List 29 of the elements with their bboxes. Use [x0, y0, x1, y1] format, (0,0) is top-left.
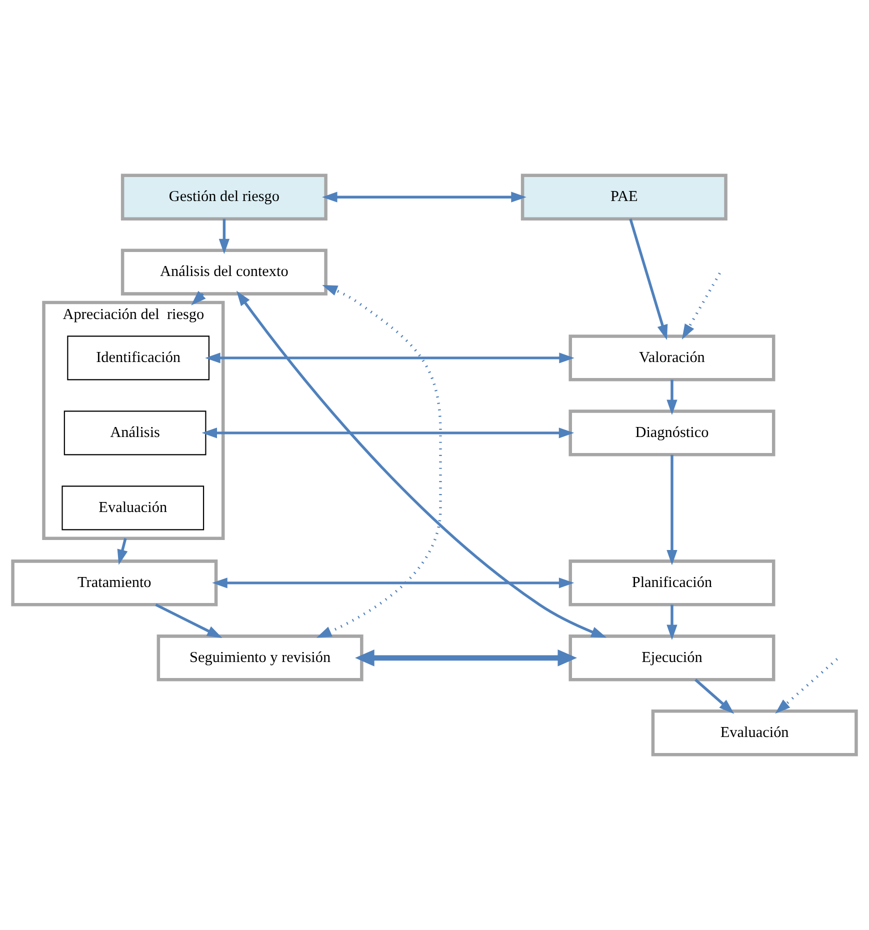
node-box: Ejecución: [568, 634, 776, 682]
node-box: Evaluación: [62, 486, 204, 530]
arrow: [666, 604, 678, 640]
arrow: [155, 603, 222, 638]
arrow: [236, 290, 607, 638]
arrow: [117, 538, 128, 565]
arrow: [775, 658, 838, 714]
node-box: Gestión del riesgo: [120, 174, 328, 220]
arrow: [629, 218, 668, 340]
arrow: [316, 285, 442, 638]
arrow: [666, 380, 678, 415]
arrow: [666, 454, 678, 566]
node-box: Tratamiento: [11, 560, 218, 606]
node-box: Evaluación: [651, 710, 858, 756]
arrow: [205, 352, 574, 364]
node-box: Identificación: [67, 336, 210, 380]
node-box: Análisis: [64, 410, 206, 456]
arrow: [202, 428, 574, 438]
arrow: [218, 218, 230, 254]
arrow: [682, 272, 721, 340]
node-box: Planificación: [568, 560, 776, 606]
arrow: [322, 192, 526, 202]
node-box: Diagnóstico: [568, 410, 776, 456]
node-box: PAE: [520, 174, 728, 220]
node-box: Seguimiento y revisión: [156, 634, 364, 682]
arrow: [355, 649, 577, 666]
arrow: [694, 678, 734, 714]
arrow: [212, 578, 574, 588]
node-box: Valoración: [568, 334, 776, 382]
